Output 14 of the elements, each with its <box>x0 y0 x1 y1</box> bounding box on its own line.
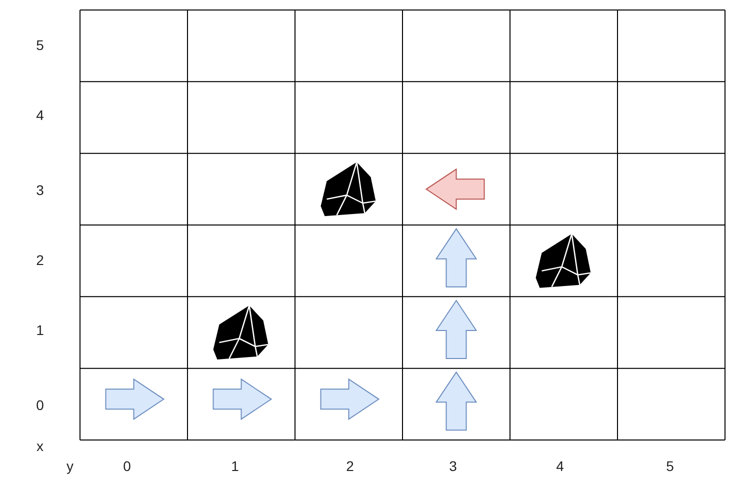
tick-label: 4 <box>36 107 44 123</box>
tick-label: 4 <box>556 458 564 474</box>
tick-label: 3 <box>36 182 44 198</box>
tick-label: 0 <box>123 458 131 474</box>
axis-label: y <box>66 458 74 474</box>
tick-label: 3 <box>449 458 457 474</box>
tick-label: 1 <box>36 322 44 338</box>
tick-label: 1 <box>231 458 239 474</box>
tick-label: 0 <box>36 397 44 413</box>
tick-label: 2 <box>36 252 44 268</box>
tick-label: 2 <box>346 458 354 474</box>
tick-label: 5 <box>666 458 674 474</box>
axis-label: x <box>36 438 44 454</box>
tick-label: 5 <box>36 37 44 53</box>
